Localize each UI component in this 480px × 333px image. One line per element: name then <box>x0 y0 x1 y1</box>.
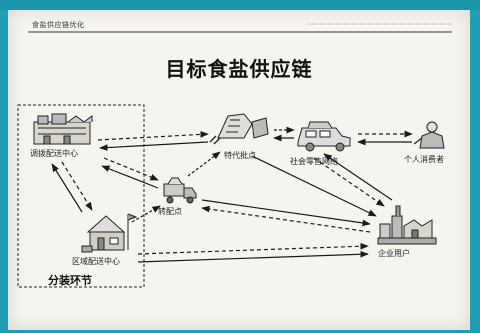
arrow-distpoint-to-dispatch <box>101 165 159 189</box>
arrow-regional-to-dispatch <box>51 163 83 213</box>
distribution-point-icon <box>163 177 197 204</box>
regional-center-icon <box>81 213 138 253</box>
label-regional-center: 区域配送中心 <box>72 257 120 266</box>
arrow-outlet-to-enterprise <box>251 155 377 217</box>
arrow-enterprise-to-network <box>323 153 393 201</box>
retail-network-icon <box>297 121 351 152</box>
paper-document: 食盐供应链优化 目标食盐供应链 调拨配送中心 特代批点 社会零售网络 个人消费者… <box>8 10 470 330</box>
arrow-dispatch-to-distpoint <box>103 157 159 181</box>
arrow-dispatch-to-outlet <box>97 131 209 141</box>
diagram-title: 目标食盐供应链 <box>165 57 313 81</box>
label-retail-network: 社会零售网络 <box>290 157 338 166</box>
header-text: 食盐供应链优化 <box>32 21 85 29</box>
arrow-regional-to-distpoint <box>131 205 161 223</box>
packaging-group-box <box>17 104 145 288</box>
arrow-outlet-to-dispatch <box>99 141 209 151</box>
arrow-enterprise-to-distpoint <box>201 205 371 233</box>
arrow-distpoint-to-outlet <box>187 151 221 177</box>
diagram-canvas <box>17 23 452 288</box>
label-dispatch-center: 调拨配送中心 <box>30 149 78 158</box>
label-enterprise-user: 企业用户 <box>378 249 410 258</box>
arrow-regional-to-enterprise-2 <box>137 250 369 263</box>
screen-border <box>0 0 480 10</box>
label-consumer: 个人消费者 <box>404 155 444 164</box>
label-distribution-point: 转配点 <box>158 207 182 216</box>
arrow-dispatch-to-regional <box>61 161 93 211</box>
retail-outlet-icon <box>209 113 269 145</box>
dispatch-center-icon <box>33 113 93 145</box>
arrow-distpoint-to-enterprise <box>201 199 371 227</box>
consumer-icon <box>413 121 445 149</box>
arrow-regional-to-enterprise <box>137 242 369 255</box>
enterprise-user-icon <box>377 205 437 245</box>
label-retail-outlet: 特代批点 <box>224 151 256 160</box>
arrow-network-to-enterprise <box>313 157 385 207</box>
packaging-group-label: 分装环节 <box>48 274 92 287</box>
